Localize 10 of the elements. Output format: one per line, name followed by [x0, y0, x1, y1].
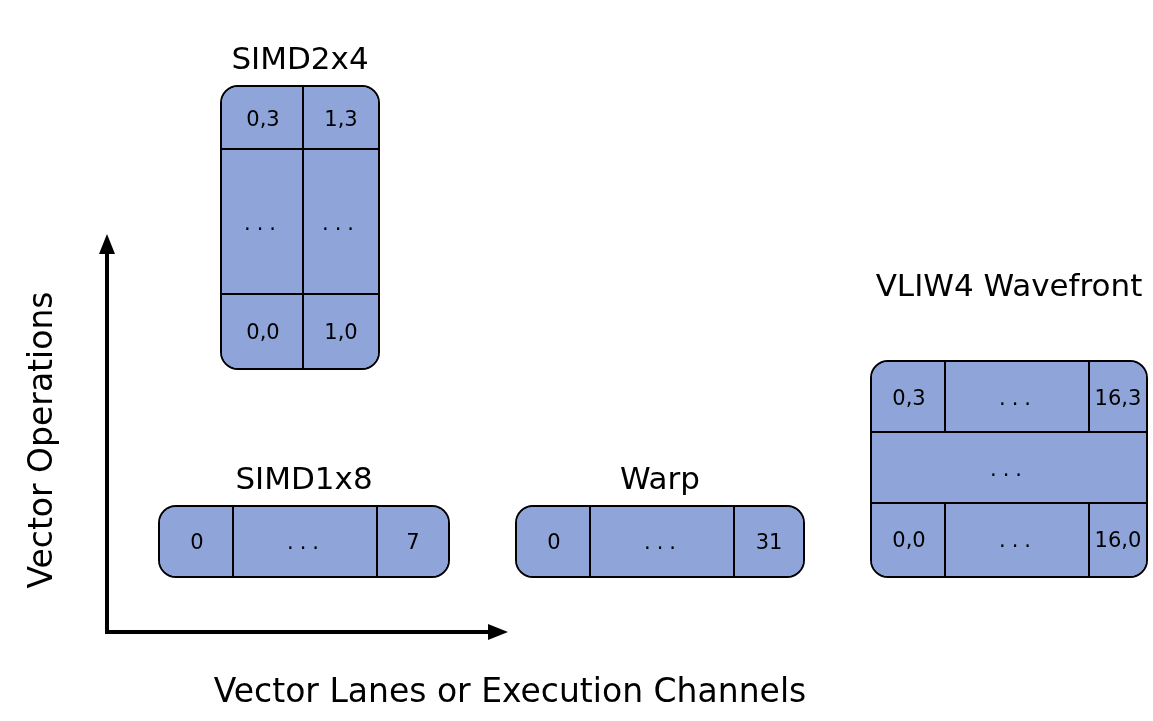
axis-label: Vector Operations [20, 291, 60, 589]
block-title: SIMD2x4 [231, 39, 369, 78]
lane-cell: 1,0 [302, 293, 378, 368]
lane-cell: 7 [376, 507, 448, 576]
lane-cell: 16,0 [1088, 502, 1146, 576]
block-title: VLIW4 Wavefront [875, 266, 1143, 305]
lane-cell: 31 [733, 507, 803, 576]
block-title: SIMD1x8 [235, 459, 373, 498]
block-title: Warp [619, 459, 701, 498]
axis-label: Vector Lanes or Execution Channels [213, 670, 807, 710]
